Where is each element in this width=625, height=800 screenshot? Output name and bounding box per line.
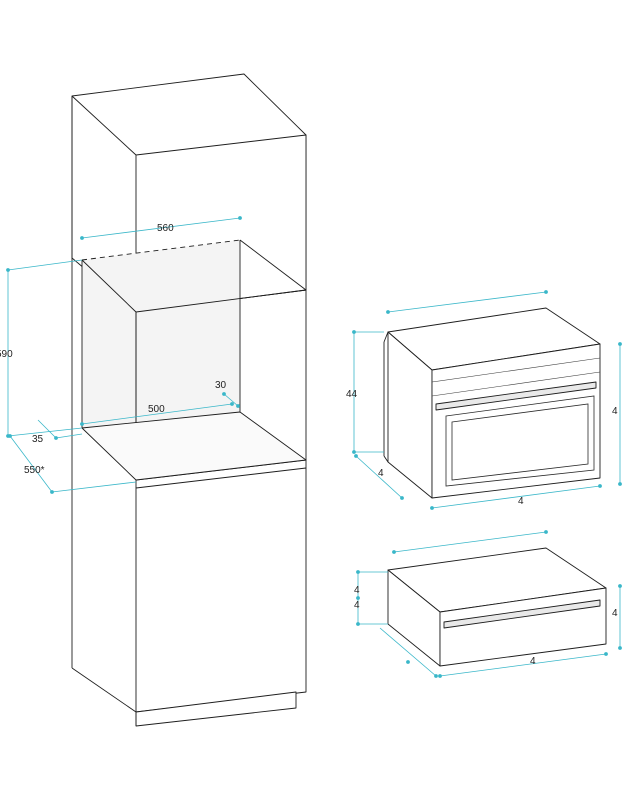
oven-dim-label-44: 44 bbox=[346, 389, 358, 400]
cabinet-dimensions: 560 590 500 30 35 550* bbox=[0, 216, 242, 494]
dim-label-500: 500 bbox=[148, 404, 165, 415]
drawer-dim-label-front-height: 4 bbox=[612, 608, 618, 619]
warming-drawer bbox=[387, 547, 607, 667]
oven-dim-label-width: 4 bbox=[518, 496, 524, 507]
dim-label-35: 35 bbox=[32, 434, 44, 445]
compact-oven bbox=[383, 307, 601, 499]
dim-label-550: 550* bbox=[24, 465, 45, 476]
drawer-dim-label-height-b: 4 bbox=[354, 600, 360, 611]
drawer-dim-label-width: 4 bbox=[530, 656, 536, 667]
dim-label-30: 30 bbox=[215, 380, 227, 391]
tall-cabinet bbox=[71, 73, 307, 727]
drawer-dim-label-height-a: 4 bbox=[354, 585, 360, 596]
oven-dimensions: 44 4 4 4 bbox=[346, 290, 622, 510]
dim-label-590: 590 bbox=[0, 349, 13, 360]
dim-label-560: 560 bbox=[157, 223, 174, 234]
oven-dim-label-front-height: 4 bbox=[612, 406, 618, 417]
oven-dim-label-depth: 4 bbox=[378, 468, 384, 479]
drawer-dimensions: 4 4 4 4 bbox=[354, 530, 622, 678]
